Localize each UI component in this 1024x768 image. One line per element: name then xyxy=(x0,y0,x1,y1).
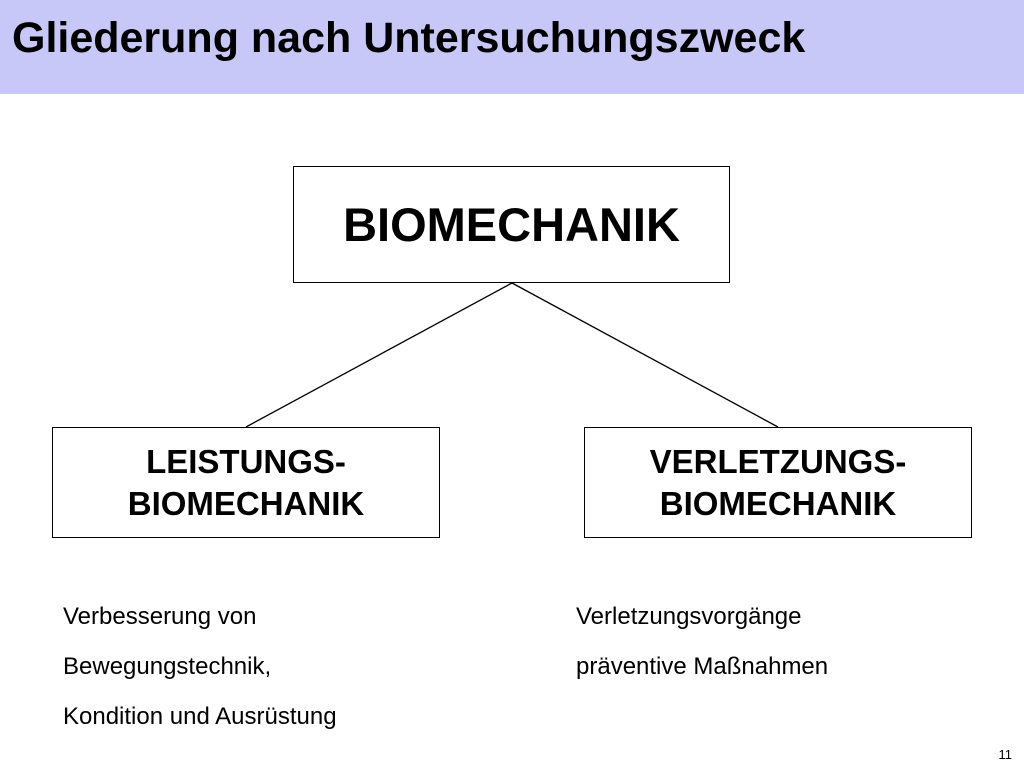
root-node-label: BIOMECHANIK xyxy=(343,198,680,251)
node-label-line1: VERLETZUNGS- xyxy=(649,442,907,480)
node-verletzungs-biomechanik: VERLETZUNGS- BIOMECHANIK xyxy=(584,427,972,538)
title-bar: Gliederung nach Untersuchungszweck xyxy=(0,0,1024,94)
root-node-biomechanik: BIOMECHANIK xyxy=(293,166,730,283)
description-line: präventive Maßnahmen xyxy=(576,653,829,680)
node-label-line1: LEISTUNGS- xyxy=(146,442,346,480)
leistungs-description: Verbesserung von Bewegungstechnik, Kondi… xyxy=(63,592,337,742)
connector-right xyxy=(511,282,779,428)
connector-left xyxy=(245,282,513,428)
node-label-line2: BIOMECHANIK xyxy=(659,484,897,522)
description-line: Kondition und Ausrüstung xyxy=(63,703,337,730)
page-number: 11 xyxy=(998,747,1013,762)
verletzungs-description: Verletzungsvorgänge präventive Maßnahmen xyxy=(576,592,828,692)
node-leistungs-biomechanik: LEISTUNGS- BIOMECHANIK xyxy=(52,427,440,538)
description-line: Bewegungstechnik, xyxy=(63,653,272,680)
description-line: Verletzungsvorgänge xyxy=(576,603,802,630)
slide-title: Gliederung nach Untersuchungszweck xyxy=(12,14,806,62)
node-label-line2: BIOMECHANIK xyxy=(127,484,365,522)
description-line: Verbesserung von xyxy=(63,603,257,630)
